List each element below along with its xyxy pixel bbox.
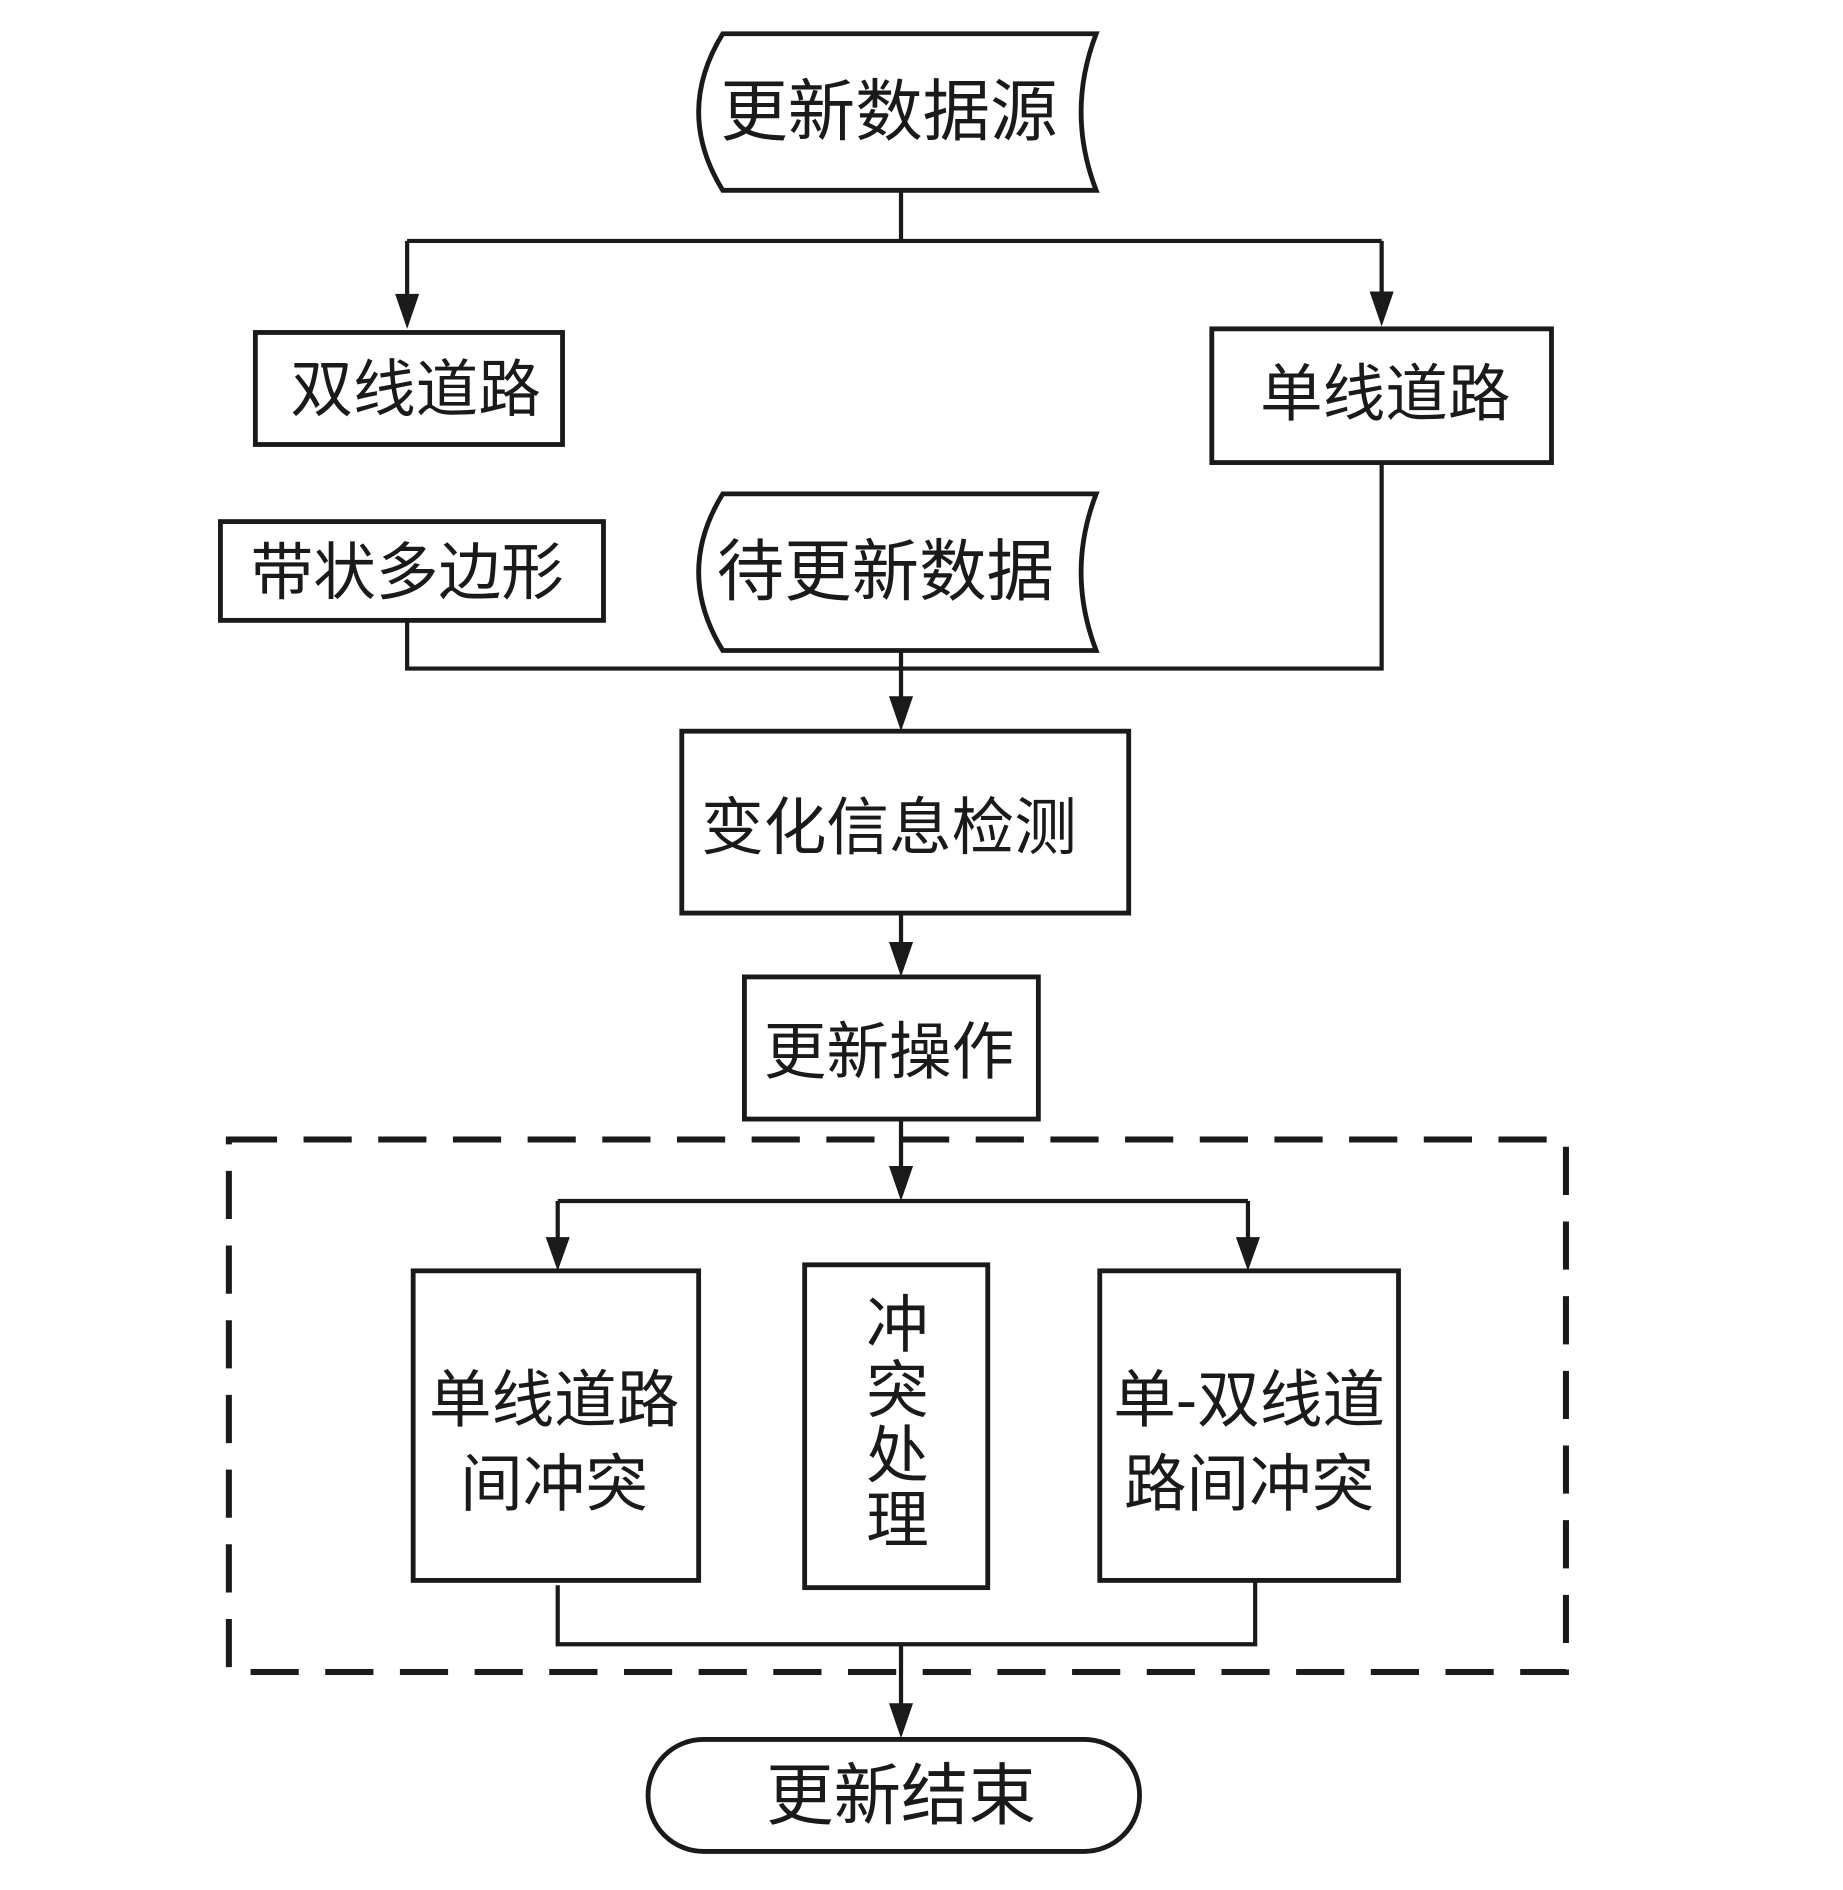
arrow-to-single-double-conflict bbox=[1235, 1237, 1260, 1271]
stored-data-shape bbox=[696, 491, 1100, 653]
stored-data-shape bbox=[696, 31, 1100, 193]
node-label-char-4: 理 bbox=[866, 1484, 929, 1557]
conflict-group-border bbox=[225, 1136, 1569, 1675]
node-label: 单线道路 bbox=[1260, 358, 1511, 431]
edge-inputs-join bbox=[405, 462, 1384, 671]
node-single-line-road[interactable]: 单线道路 bbox=[1209, 326, 1554, 465]
arrow-to-single-conflict bbox=[545, 1237, 570, 1271]
node-update-source[interactable]: 更新数据源 bbox=[696, 31, 1100, 193]
node-label: 带状多边形 bbox=[251, 536, 564, 609]
node-label-char-1: 冲 bbox=[866, 1289, 929, 1362]
node-label: 待更新数据 bbox=[717, 532, 1054, 611]
node-band-polygon[interactable]: 带状多边形 bbox=[218, 519, 606, 623]
arrow-to-conflict-split bbox=[888, 1166, 914, 1201]
arrow-to-single-line-road bbox=[1369, 291, 1394, 327]
terminator-shape bbox=[645, 1737, 1142, 1854]
node-update-end[interactable]: 更新结束 bbox=[645, 1737, 1142, 1854]
arrow-to-update-operation bbox=[888, 941, 914, 977]
arrowheads bbox=[395, 291, 1394, 1739]
node-single-conflict[interactable]: 单线道路 间冲突 bbox=[410, 1268, 702, 1583]
arrow-to-double-line-road bbox=[395, 293, 420, 329]
arrow-to-update-end bbox=[888, 1703, 914, 1739]
edge-source-split bbox=[405, 190, 1384, 302]
node-label-char-2: 突 bbox=[866, 1354, 929, 1427]
node-label: 双线道路 bbox=[290, 353, 541, 426]
node-label-line-2: 路间冲突 bbox=[1124, 1448, 1375, 1521]
arrow-to-change-detection bbox=[888, 696, 914, 732]
node-label-char-3: 处 bbox=[866, 1419, 929, 1492]
node-single-double-conflict[interactable]: 单-双线道 路间冲突 bbox=[1097, 1268, 1401, 1583]
edge-operation-split bbox=[555, 1119, 1251, 1245]
node-label: 更新操作 bbox=[764, 1015, 1015, 1088]
node-label-line-1: 单线道路 bbox=[429, 1363, 679, 1436]
connectors bbox=[405, 190, 1384, 1711]
process-box bbox=[802, 1262, 991, 1591]
process-box bbox=[679, 728, 1132, 916]
node-update-operation[interactable]: 更新操作 bbox=[742, 974, 1041, 1122]
process-box bbox=[410, 1268, 702, 1583]
node-label: 变化信息检测 bbox=[701, 791, 1077, 864]
process-box bbox=[1097, 1268, 1401, 1583]
node-label: 更新结束 bbox=[766, 1756, 1036, 1835]
node-pending-data[interactable]: 待更新数据 bbox=[696, 491, 1100, 653]
node-label-line-1: 单-双线道 bbox=[1113, 1363, 1385, 1436]
process-box bbox=[218, 519, 606, 623]
process-box bbox=[1209, 326, 1554, 465]
node-label-line-2: 间冲突 bbox=[460, 1448, 648, 1521]
node-change-detection[interactable]: 变化信息检测 bbox=[679, 728, 1132, 916]
node-double-line-road[interactable]: 双线道路 bbox=[252, 330, 565, 447]
process-box bbox=[252, 330, 565, 447]
edge-conflicts-join bbox=[555, 1580, 1258, 1711]
process-box bbox=[742, 974, 1041, 1122]
node-conflict-handling[interactable]: 冲 突 处 理 bbox=[802, 1262, 991, 1591]
node-label: 更新数据源 bbox=[720, 72, 1057, 151]
